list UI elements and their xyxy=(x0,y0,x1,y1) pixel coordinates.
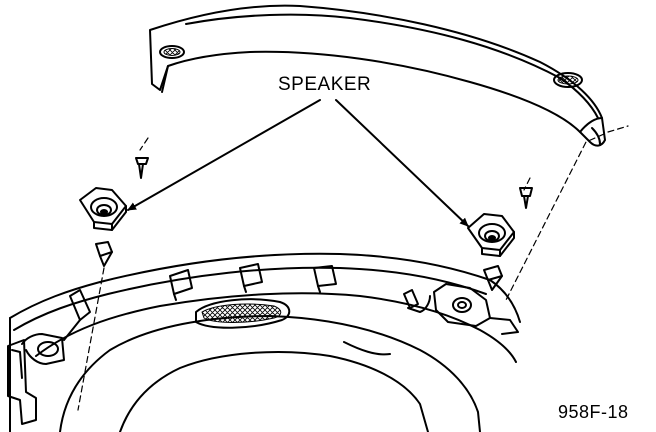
alignment-lines xyxy=(77,125,629,411)
screw-right xyxy=(519,187,533,197)
defroster-tab-1 xyxy=(169,269,193,295)
speaker-right xyxy=(467,213,515,257)
speaker-left xyxy=(79,187,127,231)
clip-right xyxy=(483,265,503,291)
clip-left xyxy=(95,241,113,267)
left-speaker-assembly xyxy=(79,157,149,267)
leader-arrow-right xyxy=(335,99,469,227)
right-speaker-assembly xyxy=(467,187,533,291)
trim-speaker-grille-right xyxy=(553,72,583,88)
screw-left xyxy=(135,157,149,165)
defroster-grille xyxy=(195,298,291,329)
leader-arrow-left xyxy=(127,99,321,211)
instrument-panel xyxy=(7,252,521,432)
defroster-tab-2 xyxy=(239,263,263,287)
speaker-callout-label: SPEAKER xyxy=(278,74,372,95)
dash-speaker-opening-right xyxy=(452,297,472,313)
dash-speaker-opening-left xyxy=(37,341,59,357)
figure-code: 958F-18 xyxy=(558,402,629,422)
trim-speaker-grille-left xyxy=(159,45,185,59)
defroster-tab-3 xyxy=(313,265,337,287)
trim-panel xyxy=(149,4,606,147)
speaker-leader-arrows xyxy=(127,99,469,227)
